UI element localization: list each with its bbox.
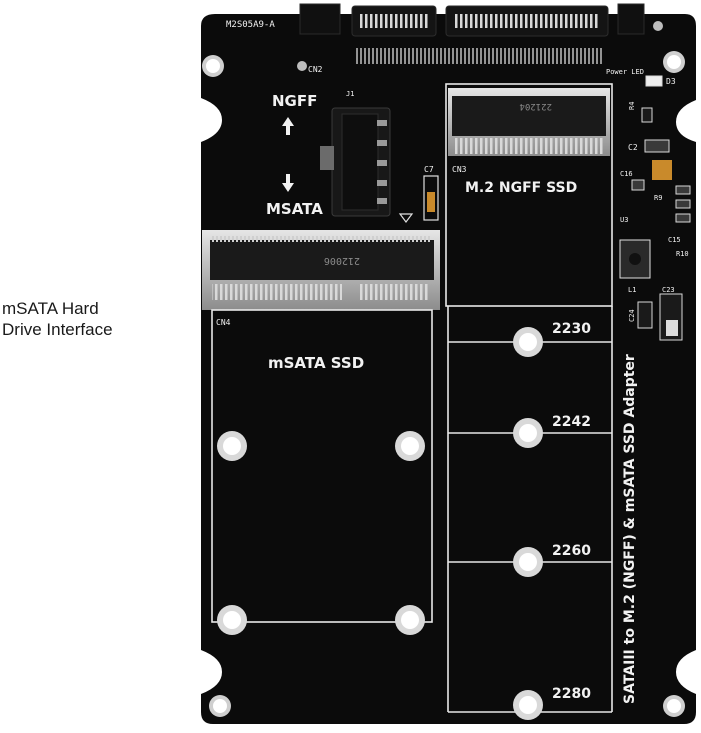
- msata-slot-title: mSATA SSD: [268, 354, 364, 372]
- screw-hole-2280: [513, 690, 543, 720]
- component-u3: U3: [620, 216, 628, 224]
- switch-label: J1: [346, 90, 354, 98]
- ngff-slot-title: M.2 NGFF SSD: [465, 180, 577, 196]
- mode-switch: J1: [320, 90, 391, 217]
- msata-screw-holes: [217, 431, 425, 635]
- screw-hole-2230: [513, 327, 543, 357]
- mode-label-msata: MSATA: [266, 200, 323, 218]
- arrow-up-icon: [282, 117, 294, 135]
- component-c24: C24: [628, 309, 636, 322]
- caption-line-2: Drive Interface: [2, 320, 113, 339]
- m2-length-lanes: [447, 306, 613, 720]
- callout-caption: mSATA Hard Drive Interface: [2, 298, 113, 340]
- arrow-down-icon: [282, 174, 294, 192]
- cn3-label: CN3: [452, 165, 467, 174]
- m2-ngff-socket: 221204: [448, 88, 610, 156]
- component-l1: L1: [628, 286, 636, 294]
- component-r4: R4: [628, 102, 636, 110]
- length-2260: 2260: [552, 543, 591, 559]
- caption-line-1: mSATA Hard: [2, 299, 99, 318]
- length-2280: 2280: [552, 686, 591, 702]
- length-2242: 2242: [552, 414, 591, 430]
- right-side-components: [619, 75, 691, 341]
- cn2-label: CN2: [308, 65, 323, 74]
- mounting-holes: [202, 21, 685, 717]
- power-led-label: Power LED: [606, 68, 644, 76]
- msata-socket: 212006: [202, 230, 440, 310]
- mode-label-ngff: NGFF: [272, 92, 317, 110]
- screw-hole-2242: [513, 418, 543, 448]
- component-d3: D3: [666, 77, 676, 86]
- component-c15: C15: [668, 236, 681, 244]
- msata-socket-code: 212006: [324, 255, 360, 266]
- component-c2: C2: [628, 143, 638, 152]
- component-c23: C23: [662, 286, 675, 294]
- screw-hole-2260: [513, 547, 543, 577]
- component-r10: R10: [676, 250, 689, 258]
- component-c7: C7: [424, 165, 434, 174]
- component-c16: C16: [620, 170, 633, 178]
- length-2230: 2230: [552, 321, 591, 337]
- model-code-label: M2S05A9-A: [226, 20, 275, 30]
- cn4-label: CN4: [216, 318, 231, 327]
- component-r9: R9: [654, 194, 662, 202]
- ngff-socket-code: 221204: [519, 101, 552, 111]
- adapter-vertical-title: SATAIII to M.2 (NGFF) & mSATA SSD Adapte…: [622, 354, 638, 704]
